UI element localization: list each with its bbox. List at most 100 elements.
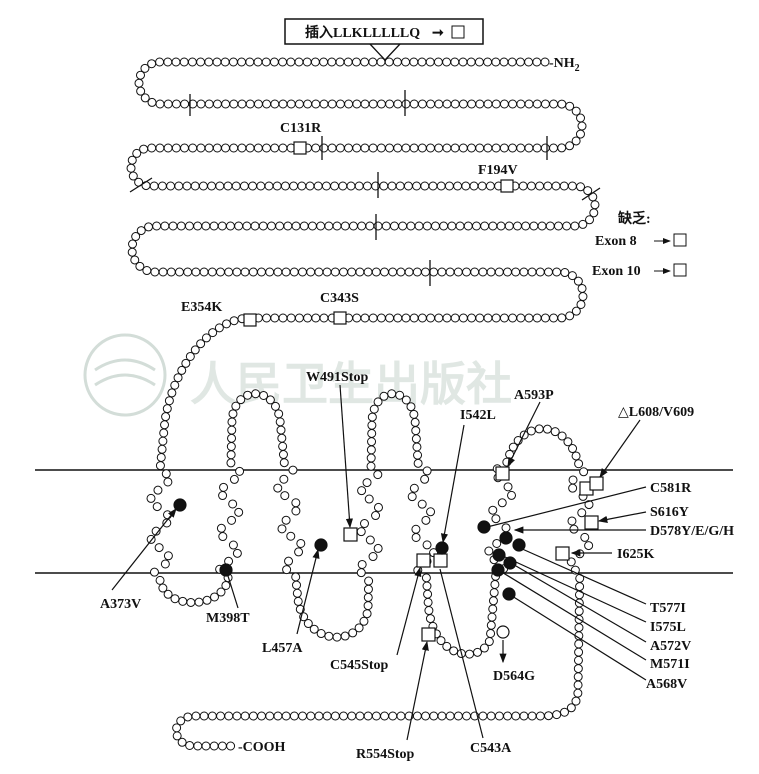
watermark-logo-icon xyxy=(83,333,167,417)
residue-bead xyxy=(196,99,206,109)
square-marker-icon xyxy=(333,311,347,325)
residue-bead xyxy=(176,221,186,231)
residue-bead xyxy=(447,221,457,231)
residue-bead xyxy=(338,181,348,191)
residue-bead xyxy=(567,181,577,191)
residue-bead xyxy=(262,313,272,323)
residue-bead xyxy=(368,552,378,562)
residue-bead xyxy=(180,143,190,153)
residue-bead xyxy=(234,221,244,231)
residue-bead xyxy=(401,395,411,405)
residue-bead xyxy=(185,351,195,361)
residue-bead xyxy=(491,99,501,109)
residue-bead xyxy=(527,711,537,721)
residue-bead xyxy=(499,313,509,323)
residue-bead xyxy=(420,181,430,191)
residue-bead xyxy=(176,716,186,726)
deletion-legend: 缺乏: Exon 8 Exon 10 xyxy=(592,210,687,279)
filled-circle-marker-icon xyxy=(219,563,233,577)
residue-bead xyxy=(404,267,414,277)
residue-bead xyxy=(388,711,398,721)
residue-bead xyxy=(215,181,225,191)
residue-bead xyxy=(157,181,167,191)
residue-bead xyxy=(140,93,150,103)
residue-bead xyxy=(209,741,219,751)
residue-bead xyxy=(147,143,157,153)
residue-bead xyxy=(494,267,504,277)
residue-bead xyxy=(225,221,235,231)
residue-bead xyxy=(346,181,356,191)
residue-bead xyxy=(557,143,567,153)
residue-bead xyxy=(532,57,542,67)
residue-bead xyxy=(436,181,446,191)
residue-bead xyxy=(511,267,521,277)
residue-bead xyxy=(369,404,379,414)
residue-bead xyxy=(467,99,477,109)
residue-bead xyxy=(289,181,299,191)
square-marker-icon xyxy=(416,553,431,568)
residue-bead xyxy=(490,579,500,589)
residue-bead xyxy=(286,57,296,67)
residue-bead xyxy=(355,267,365,277)
residue-bead xyxy=(450,99,460,109)
residue-bead xyxy=(589,208,599,218)
residue-bead xyxy=(229,99,239,109)
residue-bead xyxy=(273,267,283,277)
residue-bead xyxy=(409,57,419,67)
residue-bead xyxy=(343,57,353,67)
residue-bead xyxy=(439,221,449,231)
residue-bead xyxy=(221,143,231,153)
residue-bead xyxy=(480,221,490,231)
residue-bead xyxy=(503,482,513,492)
residue-bead xyxy=(319,57,329,67)
residue-bead xyxy=(486,620,496,630)
residue-bead xyxy=(526,181,536,191)
label-f194v: F194V xyxy=(478,163,518,178)
residue-bead xyxy=(521,221,531,231)
residue-bead xyxy=(212,143,222,153)
residue-bead xyxy=(327,57,337,67)
residue-bead xyxy=(127,155,137,165)
residue-bead xyxy=(174,267,184,277)
residue-bead xyxy=(173,373,183,383)
residue-bead xyxy=(483,143,493,153)
residue-bead xyxy=(226,458,236,468)
residue-bead xyxy=(373,470,383,480)
residue-bead xyxy=(417,57,427,67)
residue-bead xyxy=(215,267,225,277)
residue-bead xyxy=(486,711,496,721)
residue-bead xyxy=(212,99,222,109)
residue-bead xyxy=(395,181,405,191)
residue-bead xyxy=(291,498,301,508)
residue-bead xyxy=(434,313,444,323)
residue-bead xyxy=(354,181,364,191)
residue-bead xyxy=(201,333,211,343)
label-a373v: A373V xyxy=(100,597,141,612)
residue-bead xyxy=(262,143,272,153)
residue-bead xyxy=(270,401,280,411)
label-c543a: C543A xyxy=(470,741,512,756)
residue-bead xyxy=(204,99,214,109)
residue-bead xyxy=(227,433,237,443)
residue-bead xyxy=(365,221,375,231)
residue-bead xyxy=(462,711,472,721)
residue-bead xyxy=(367,428,377,438)
residue-bead xyxy=(180,99,190,109)
residue-bead xyxy=(568,475,578,485)
label-r554stop: R554Stop xyxy=(356,747,415,762)
residue-bead xyxy=(549,99,559,109)
residue-bead xyxy=(147,59,157,69)
residue-bead xyxy=(324,631,334,641)
residue-bead xyxy=(411,434,421,444)
residue-bead xyxy=(136,86,146,96)
residue-bead xyxy=(155,143,165,153)
residue-bead xyxy=(363,267,373,277)
residue-bead xyxy=(575,129,585,139)
residue-bead xyxy=(483,313,493,323)
residue-bead xyxy=(411,532,421,542)
residue-bead xyxy=(291,506,301,516)
residue-bead xyxy=(453,711,463,721)
residue-bead xyxy=(234,507,244,517)
residue-bead xyxy=(519,711,529,721)
